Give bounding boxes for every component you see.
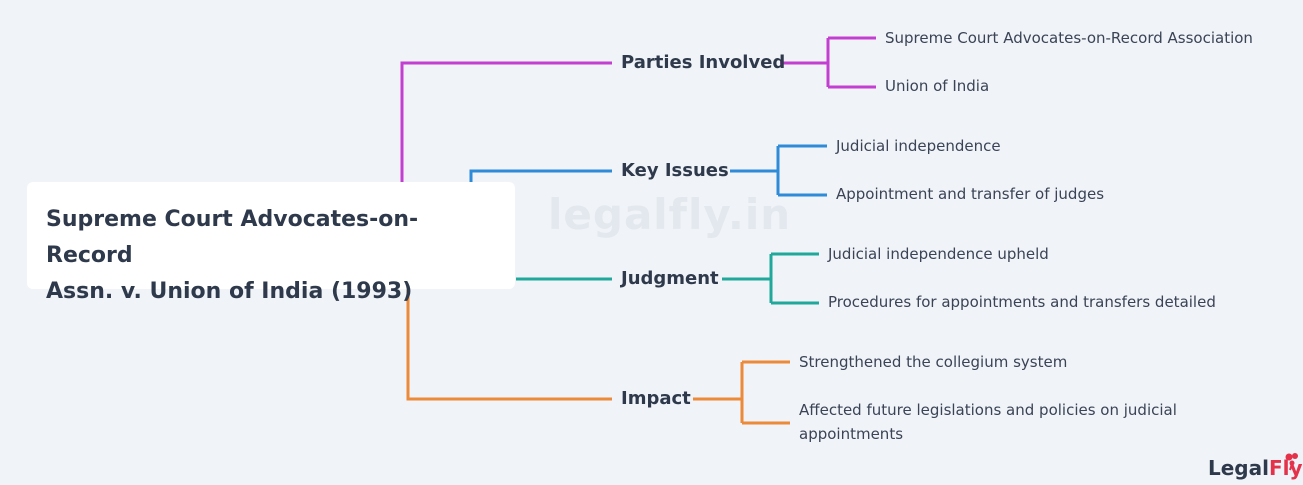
- connector-impact-children: [693, 360, 790, 425]
- leaf-parties-2[interactable]: Union of India: [885, 77, 990, 95]
- legalfly-logo: LegalFly: [1208, 456, 1303, 480]
- leaf-parties-1[interactable]: Supreme Court Advocates-on-Record Associ…: [885, 29, 1253, 47]
- branch-impact[interactable]: Impact: [621, 388, 691, 409]
- butterfly-icon: [1285, 453, 1298, 471]
- root-title-line-1: Supreme Court Advocates-on-Record: [46, 207, 419, 268]
- connector-key-issues: [469, 169, 612, 183]
- connector-parties-children: [780, 36, 876, 89]
- leaf-impact-1[interactable]: Strengthened the collegium system: [799, 353, 1068, 371]
- leaf-judgment-1[interactable]: Judicial independence upheld: [828, 245, 1049, 263]
- logo-text-legal: Legal: [1208, 456, 1269, 480]
- connector-judgment-children: [722, 252, 819, 305]
- leaf-impact-2-line-2[interactable]: appointments: [799, 425, 904, 443]
- root-node[interactable]: Supreme Court Advocates-on-Record Assn. …: [27, 182, 515, 304]
- leaf-judgment-2[interactable]: Procedures for appointments and transfer…: [828, 293, 1216, 311]
- connector-impact: [406, 290, 612, 401]
- watermark: legalfly.in: [548, 190, 792, 239]
- connector-key-issues-children: [730, 144, 827, 197]
- root-title-line-2: Assn. v. Union of India (1993): [46, 279, 413, 304]
- branch-key-issues[interactable]: Key Issues: [621, 160, 729, 181]
- leaf-impact-2-line-1[interactable]: Affected future legislations and policie…: [799, 401, 1177, 419]
- leaf-key-issues-2[interactable]: Appointment and transfer of judges: [836, 185, 1105, 203]
- leaf-key-issues-1[interactable]: Judicial independence: [836, 137, 1001, 155]
- connector-parties: [400, 61, 612, 183]
- branch-judgment[interactable]: Judgment: [621, 268, 719, 289]
- branch-parties-involved[interactable]: Parties Involved: [621, 52, 786, 73]
- logo-text-fly: Fly: [1268, 456, 1303, 480]
